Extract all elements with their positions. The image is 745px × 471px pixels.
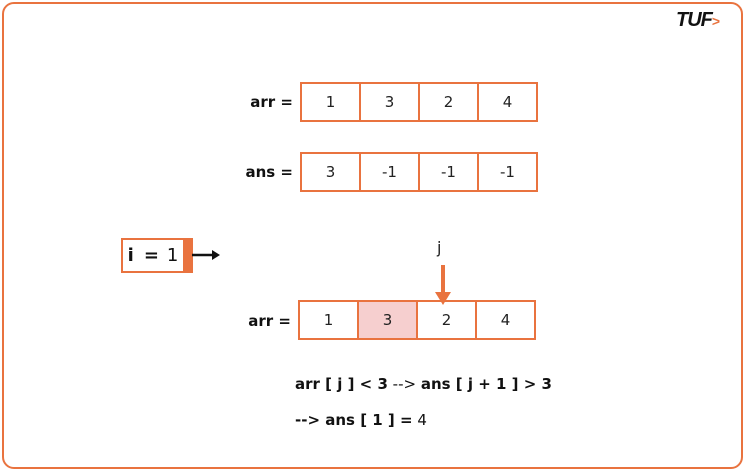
arr2-label: arr = [248, 312, 291, 330]
condition-right: ans [ j + 1 ] > 3 [420, 375, 552, 393]
i-index-box: i = 1 [121, 238, 193, 273]
j-pointer-label: j [437, 238, 442, 257]
down-arrow-icon [435, 265, 451, 305]
implies-arrow: --> [387, 375, 421, 393]
i-value: 1 [166, 245, 179, 266]
condition-line: arr [ j ] < 3 --> ans [ j + 1 ] > 3 [295, 375, 552, 393]
arr-cell: 4 [477, 84, 536, 120]
ans-label: ans = [245, 163, 293, 181]
arr-label: arr = [250, 93, 293, 111]
arr2-array: 1 3 2 4 [298, 300, 536, 340]
ans-cell: 3 [325, 163, 336, 181]
right-arrow-icon [192, 250, 220, 260]
arr2-cell-highlighted: 3 [357, 302, 416, 338]
i-name: i [127, 245, 134, 266]
arr2-cell: 4 [475, 302, 534, 338]
ans-cell: -1 [477, 154, 536, 190]
result-left: --> ans [ 1 ] = [295, 411, 413, 429]
ans-cell: -1 [359, 154, 418, 190]
arr-cell: 2 [418, 84, 477, 120]
result-value: 4 [412, 411, 427, 429]
arr2-cell: 2 [416, 302, 475, 338]
arr-cell: 1 [325, 93, 336, 111]
result-line: --> ans [ 1 ] = 4 [295, 411, 427, 429]
ans-array: 3 -1 -1 -1 [300, 152, 538, 192]
tuf-logo: TUF> [676, 9, 720, 31]
arr-cell: 3 [359, 84, 418, 120]
i-eq: = [143, 245, 159, 266]
condition-left: arr [ j ] < 3 [295, 375, 388, 393]
arr2-cell: 1 [323, 311, 334, 329]
arr-array: 1 3 2 4 [300, 82, 538, 122]
ans-cell: -1 [418, 154, 477, 190]
